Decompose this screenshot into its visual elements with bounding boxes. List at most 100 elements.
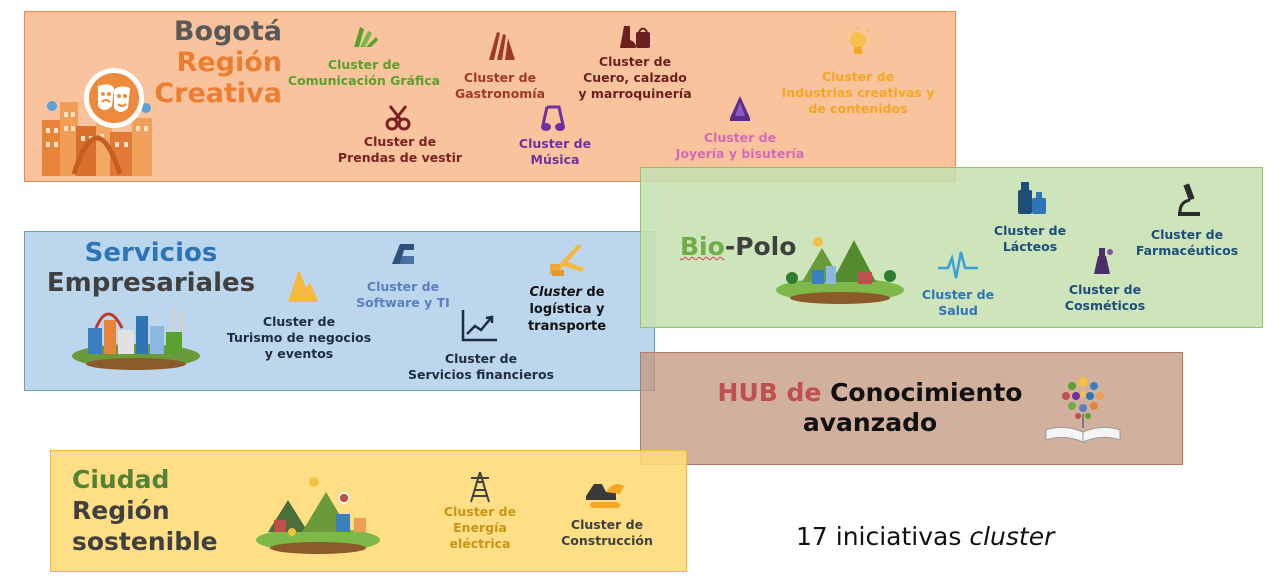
cluster-label: Cluster de [327, 57, 401, 72]
bogota-title-line1: Bogotá [173, 16, 282, 47]
cluster-label: Construcción [561, 533, 653, 548]
microscope-icon [1178, 183, 1200, 216]
cluster-label: Cluster de [598, 54, 672, 69]
jewelry-icon [730, 96, 750, 121]
cluster-lacteos: Cluster de Lácteos [985, 223, 1075, 255]
cluster-label: Gastronomía [454, 86, 546, 101]
cluster-label: Cluster de [1068, 282, 1142, 297]
sustainable-city-illustration [256, 477, 380, 554]
lightbulb-icon [843, 26, 873, 54]
cluster-label: Música [530, 152, 580, 167]
cluster-label: Cluster de [570, 517, 644, 532]
masks-icon [84, 68, 144, 128]
cluster-label: Lácteos [1002, 239, 1058, 254]
software-icon [392, 244, 414, 264]
cluster-label: Cluster de [921, 287, 995, 302]
chart-icon [461, 310, 497, 342]
cluster-label: transporte [527, 319, 607, 334]
servicios-title: Servicios Empresariales [46, 238, 256, 298]
cluster-label: Turismo de negocios [226, 330, 372, 345]
bogota-panel [24, 11, 956, 182]
cluster-label: Joyería y bisutería [675, 146, 805, 161]
cluster-label: eléctrica [449, 536, 511, 551]
business-city-illustration [72, 308, 200, 370]
music-note-icon [541, 105, 565, 131]
cluster-label: Farmacéuticos [1135, 243, 1239, 258]
logistica-line1: Cluster de [512, 284, 622, 301]
cluster-prendas-vestir: Cluster de Prendas de vestir [335, 134, 465, 166]
cluster-farmaceuticos: Cluster de Farmacéuticos [1130, 227, 1244, 259]
biopolo-title-bio: Bio [680, 232, 725, 261]
hub-title: HUB de Conocimiento avanzado [690, 378, 1050, 438]
milk-icon [1018, 182, 1046, 214]
cluster-label: Cluster de [993, 223, 1067, 238]
ciudad-title-line3: sostenible [72, 527, 218, 556]
gastronomy-icon [489, 32, 515, 60]
scissors-icon [385, 105, 411, 131]
heartbeat-icon [938, 251, 978, 279]
bogota-title: Bogotá Región Creativa [152, 16, 282, 109]
cluster-label: Cosméticos [1064, 298, 1146, 313]
cluster-musica: Cluster de Música [505, 136, 605, 168]
cluster-label: Cluster de [1150, 227, 1224, 242]
summary-text: 17 iniciativas cluster [796, 520, 1054, 554]
cluster-label: y marroquinería [578, 86, 692, 101]
cluster-servicios-financieros: Cluster de Servicios financieros [396, 351, 566, 383]
servicios-title-line2: Empresariales [46, 268, 256, 298]
biopolo-title-polo: -Polo [724, 232, 797, 261]
cluster-label: y eventos [264, 346, 334, 361]
summary-number: 17 iniciativas [796, 522, 970, 551]
cluster-software: Cluster de Software y TI [340, 279, 466, 311]
cluster-label: Cluster de [366, 279, 440, 294]
ciudad-title: Ciudad Región sostenible [72, 464, 218, 557]
airplane-icon [550, 244, 584, 276]
ciudad-panel [50, 450, 687, 572]
cluster-label: Software y TI [356, 295, 450, 310]
cluster-energia: Cluster de Energía eléctrica [432, 504, 528, 552]
hub-title-line1: HUB de Conocimiento [690, 378, 1050, 408]
leather-goods-icon [620, 26, 650, 48]
cluster-label: Energía [453, 520, 507, 535]
ciudad-title-line2: Región [72, 496, 170, 525]
cluster-label: Cluster de [444, 351, 518, 366]
cluster-logistica: Cluster de logística y transporte [512, 284, 622, 335]
bogota-title-line3: Creativa [154, 78, 282, 109]
cluster-cosmeticos: Cluster de Cosméticos [1055, 282, 1155, 314]
cluster-label: Prendas de vestir [337, 150, 463, 165]
cluster-salud: Cluster de Salud [913, 287, 1003, 319]
cluster-label: Comunicación Gráfica [287, 73, 441, 88]
hub-title-hub: HUB de [717, 378, 822, 407]
power-tower-icon [470, 471, 490, 503]
hub-title-rest: Conocimiento [821, 378, 1023, 407]
cluster-label: Cluster de [821, 69, 895, 84]
cluster-italic-label: Cluster [529, 285, 582, 300]
cluster-comunicacion-grafica: Cluster de Comunicación Gráfica [284, 57, 444, 89]
summary-italic: cluster [969, 522, 1055, 551]
cluster-label: logística y [529, 302, 605, 317]
cluster-label: Cuero, calzado [583, 70, 687, 85]
cluster-cuero-calzado: Cluster de Cuero, calzado y marroquinerí… [570, 54, 700, 102]
cluster-label: Cluster de [518, 136, 592, 151]
cluster-construccion: Cluster de Construcción [550, 517, 664, 549]
cluster-label: de [581, 285, 605, 300]
cluster-label: Cluster de [463, 70, 537, 85]
tourism-icon [288, 272, 318, 302]
ciudad-title-line1: Ciudad [72, 465, 170, 494]
bio-landscape-illustration [776, 237, 904, 304]
excavator-icon [586, 484, 624, 508]
cluster-industrias-creativas: Cluster de Industrias creativas y de con… [776, 69, 940, 117]
biopolo-panel [640, 167, 1263, 328]
cluster-label: Servicios financieros [407, 367, 554, 382]
cosmetics-icon [1094, 248, 1113, 274]
servicios-title-line1: Servicios [84, 238, 218, 268]
cluster-turismo: Cluster de Turismo de negocios y eventos [224, 314, 374, 362]
cluster-label: Cluster de [262, 314, 336, 329]
hub-title-line2: avanzado [802, 408, 938, 437]
cluster-label: Cluster de [363, 134, 437, 149]
cluster-label: Salud [938, 303, 978, 318]
cluster-joyeria: Cluster de Joyería y bisutería [670, 130, 810, 162]
biopolo-title: Bio-Polo [680, 232, 796, 262]
cluster-gastronomia: Cluster de Gastronomía [450, 70, 550, 102]
cluster-label: Cluster de [703, 130, 777, 145]
cluster-label: Industrias creativas y [781, 85, 935, 100]
